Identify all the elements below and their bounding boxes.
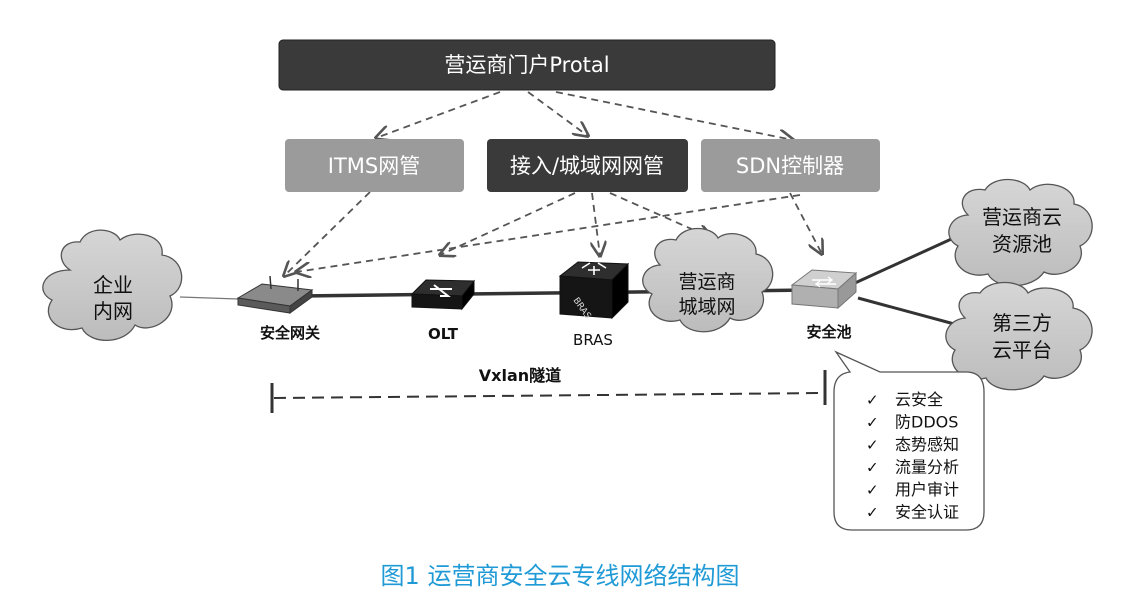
- arrow-portal-to-sdn: [555, 91, 793, 140]
- security-features-callout: [833, 350, 985, 531]
- olt-label: OLT: [428, 325, 459, 343]
- cloud-operator-resource-pool: 营运商云 资源池: [948, 178, 1093, 287]
- vxlan-tunnel: Vxlan隧道: [270, 366, 827, 413]
- cloud-third-party-platform: 第三方 云平台: [945, 281, 1093, 391]
- bras-label: BRAS: [573, 331, 613, 349]
- check-icon: ✓: [866, 504, 879, 522]
- link-enterprise-gateway: [179, 296, 239, 300]
- cloud-enterprise-intranet: 企业 内网: [42, 229, 183, 341]
- feature-label: 安全认证: [895, 503, 959, 522]
- metro-line-2: 城域网: [678, 296, 735, 318]
- portal-label: 营运商门户Protal: [444, 53, 609, 77]
- control-arrows: [284, 91, 822, 276]
- enterprise-line-2: 内网: [93, 299, 133, 323]
- resource-line-2: 资源池: [992, 232, 1052, 256]
- thirdparty-line-1: 第三方: [992, 311, 1052, 335]
- feature-item: ✓ 用户审计: [866, 480, 959, 499]
- enterprise-line-1: 企业: [93, 273, 133, 297]
- arrow-access-to-olt: [440, 192, 576, 255]
- feature-item: ✓ 云安全: [866, 390, 943, 409]
- feature-list: ✓ 云安全 ✓ 防DDOS ✓ 态势感知 ✓ 流量分析 ✓ 用户审计 ✓ 安全认证: [866, 390, 959, 522]
- feature-item: ✓ 流量分析: [866, 458, 959, 477]
- thirdparty-line-2: 云平台: [992, 338, 1052, 362]
- feature-item: ✓ 态势感知: [866, 435, 959, 454]
- check-icon: ✓: [866, 481, 879, 499]
- olt-device: OLT: [410, 279, 476, 343]
- arrow-access-to-bras: [592, 192, 600, 256]
- itms-label: ITMS网管: [328, 154, 420, 178]
- access-manager-label: 接入/城域网网管: [510, 154, 664, 178]
- check-icon: ✓: [866, 391, 879, 409]
- feature-item: ✓ 防DDOS: [866, 413, 958, 432]
- arrow-portal-to-access: [527, 91, 588, 136]
- tunnel-label: Vxlan隧道: [479, 366, 561, 385]
- security-gateway-device: 安全网关: [236, 275, 320, 342]
- check-icon: ✓: [866, 414, 879, 432]
- arrow-sdn-to-pool: [789, 192, 822, 254]
- link-pool-resource: [854, 234, 959, 285]
- feature-label: 用户审计: [895, 480, 959, 499]
- access-manager-box: 接入/城域网网管: [487, 139, 688, 192]
- security-pool-device: 安全池: [790, 269, 858, 341]
- check-icon: ✓: [866, 459, 879, 477]
- gateway-label: 安全网关: [260, 324, 320, 342]
- feature-label: 流量分析: [895, 458, 959, 477]
- sdn-label: SDN控制器: [736, 154, 844, 178]
- feature-label: 防DDOS: [895, 413, 958, 432]
- bras-device: BRAS BRAS: [558, 261, 630, 349]
- metro-line-1: 营运商: [678, 271, 735, 293]
- check-icon: ✓: [866, 436, 879, 454]
- feature-label: 云安全: [895, 390, 943, 409]
- link-pool-thirdparty: [857, 296, 959, 327]
- feature-label: 态势感知: [895, 435, 959, 454]
- figure-caption: 图1 运营商安全云专线网络结构图: [381, 562, 740, 590]
- sdn-box: SDN控制器: [701, 139, 880, 192]
- arrow-sdn-to-gateway: [296, 194, 801, 272]
- arrow-portal-to-itms: [376, 91, 501, 138]
- pool-label: 安全池: [806, 323, 851, 341]
- cloud-operator-metro: 营运商 城域网: [642, 227, 774, 333]
- portal-box: 营运商门户Protal: [278, 39, 776, 91]
- feature-item: ✓ 安全认证: [866, 503, 959, 522]
- arrow-access-to-metro: [609, 192, 712, 238]
- resource-line-1: 营运商云: [982, 205, 1062, 229]
- itms-box: ITMS网管: [285, 139, 464, 192]
